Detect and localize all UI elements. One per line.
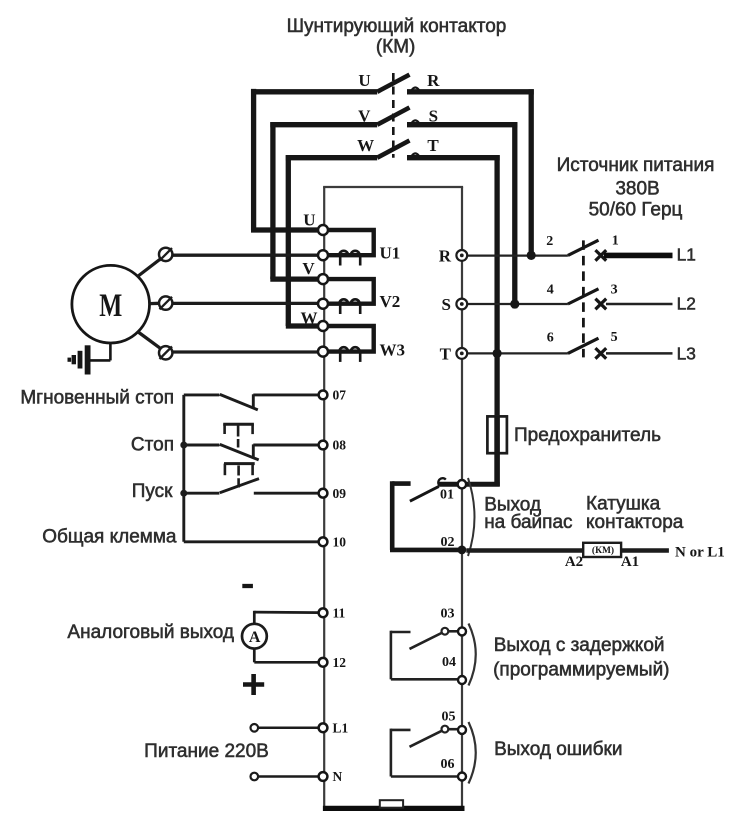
svg-text:N or L1: N or L1 <box>675 544 725 560</box>
svg-text:T: T <box>427 136 439 155</box>
svg-text:S: S <box>442 295 451 314</box>
svg-text:V2: V2 <box>380 292 401 311</box>
svg-text:Питание 220В: Питание 220В <box>144 741 269 762</box>
svg-text:Стоп: Стоп <box>131 435 174 456</box>
svg-text:Источник питания: Источник питания <box>557 155 715 176</box>
svg-text:L1: L1 <box>333 720 349 735</box>
svg-text:W: W <box>301 309 318 328</box>
svg-text:U: U <box>358 71 370 90</box>
svg-text:09: 09 <box>333 486 347 501</box>
svg-text:L1: L1 <box>677 244 696 264</box>
svg-text:T: T <box>440 344 452 363</box>
svg-text:6: 6 <box>547 331 554 346</box>
svg-text:Аналоговый выход: Аналоговый выход <box>67 622 234 643</box>
svg-text:01: 01 <box>440 488 454 503</box>
svg-text:R: R <box>427 71 440 90</box>
svg-text:A1: A1 <box>621 554 639 570</box>
svg-text:08: 08 <box>333 438 347 453</box>
svg-text:02: 02 <box>441 535 455 550</box>
svg-text:2: 2 <box>546 234 553 249</box>
svg-text:3: 3 <box>611 282 618 297</box>
svg-text:Мгновенный стоп: Мгновенный стоп <box>20 388 174 409</box>
svg-text:04: 04 <box>442 655 456 670</box>
svg-text:11: 11 <box>333 605 346 620</box>
svg-text:Выход с задержкой: Выход с задержкой <box>494 635 665 656</box>
svg-text:12: 12 <box>333 655 347 670</box>
svg-text:на байпас: на байпас <box>484 512 572 533</box>
svg-text:L3: L3 <box>677 343 696 363</box>
svg-text:1: 1 <box>612 234 619 249</box>
svg-text:10: 10 <box>333 534 347 549</box>
svg-text:A2: A2 <box>565 554 583 570</box>
svg-text:Предохранитель: Предохранитель <box>514 425 661 446</box>
svg-text:Пуск: Пуск <box>132 481 173 502</box>
svg-text:V: V <box>358 107 371 126</box>
svg-text:Выход ошибки: Выход ошибки <box>494 739 622 760</box>
svg-text:Шунтирующий контактор: Шунтирующий контактор <box>287 16 507 37</box>
svg-text:(КМ): (КМ) <box>376 37 416 58</box>
svg-text:контактора: контактора <box>586 512 684 533</box>
svg-text:(КМ): (КМ) <box>592 545 614 556</box>
svg-text:A: A <box>249 629 261 646</box>
svg-text:06: 06 <box>441 757 455 772</box>
svg-text:50/60 Герц: 50/60 Герц <box>589 200 683 221</box>
svg-text:S: S <box>429 107 438 126</box>
svg-text:V: V <box>302 259 315 278</box>
svg-text:W3: W3 <box>380 341 406 360</box>
svg-text:Общая клемма: Общая клемма <box>42 527 177 548</box>
svg-text:R: R <box>439 247 452 266</box>
svg-text:Выход: Выход <box>484 495 541 516</box>
svg-text:N: N <box>333 769 343 784</box>
svg-text:03: 03 <box>441 606 455 621</box>
svg-text:U1: U1 <box>380 244 401 263</box>
svg-text:W: W <box>357 136 374 155</box>
svg-text:07: 07 <box>333 388 347 403</box>
svg-text:5: 5 <box>611 330 618 345</box>
svg-text:M: M <box>99 288 122 324</box>
svg-text:380В: 380В <box>615 179 659 200</box>
svg-text:(программируемый): (программируемый) <box>493 660 669 681</box>
svg-text:05: 05 <box>442 710 456 725</box>
svg-text:4: 4 <box>547 282 554 297</box>
svg-text:U: U <box>303 210 315 229</box>
svg-text:Катушка: Катушка <box>586 494 661 515</box>
svg-text:L2: L2 <box>677 294 696 314</box>
